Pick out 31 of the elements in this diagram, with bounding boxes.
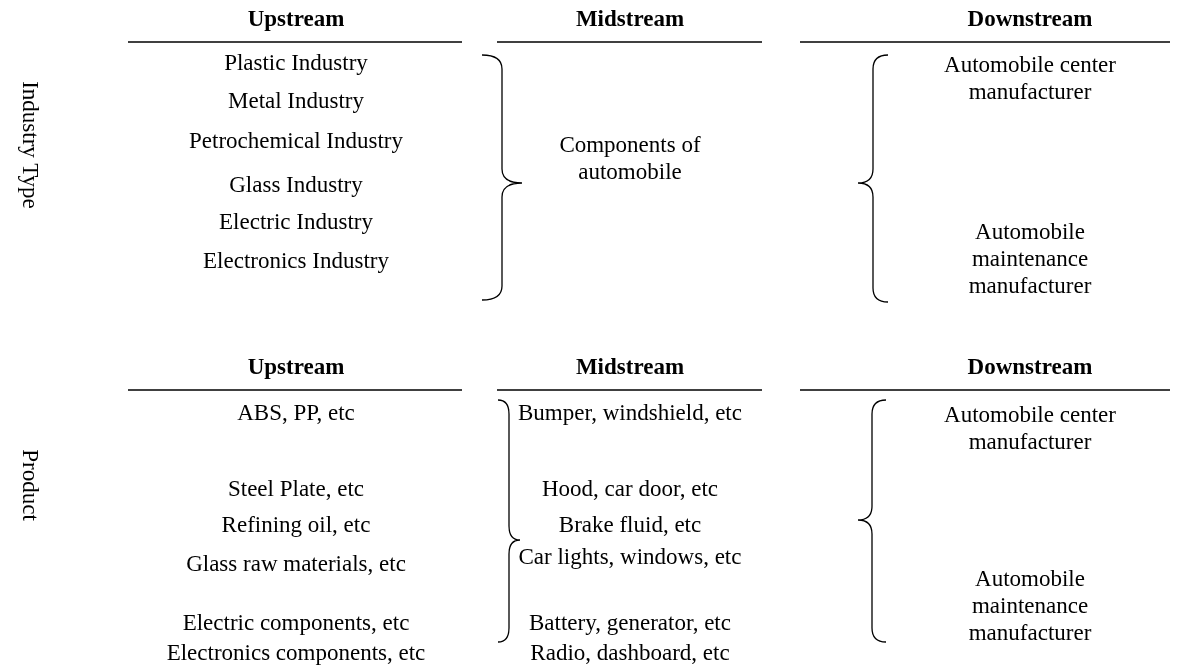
item-text: Automobile maintenance manufacturer: [967, 564, 1093, 646]
column-heading: Midstream: [575, 352, 685, 380]
item-text: Electric Industry: [219, 207, 373, 235]
item-text: Hood, car door, etc: [542, 474, 718, 502]
item-text: Steel Plate, etc: [228, 474, 364, 502]
column-heading: Downstream: [967, 4, 1093, 32]
column-heading: Upstream: [247, 352, 345, 380]
item-text: Electronics components, etc: [166, 638, 426, 666]
item-text: Electronics Industry: [203, 246, 389, 274]
item-text: ABS, PP, etc: [237, 398, 355, 426]
item-text: Radio, dashboard, etc: [530, 638, 730, 666]
item-text: Automobile maintenance manufacturer: [967, 217, 1093, 299]
item-text: Electric components, etc: [182, 608, 410, 636]
item-text: Refining oil, etc: [221, 510, 371, 538]
item-text: Plastic Industry: [224, 48, 368, 76]
item-text: Automobile center manufacturer: [943, 51, 1117, 105]
item-text: Car lights, windows, etc: [518, 542, 742, 570]
item-text: Brake fluid, etc: [558, 510, 702, 538]
item-text: Glass Industry: [229, 170, 363, 198]
item-text: Petrochemical Industry: [189, 126, 403, 154]
row-heading: Industry Type: [16, 81, 44, 209]
column-heading: Upstream: [247, 4, 345, 32]
column-heading: Midstream: [575, 4, 685, 32]
item-text: Battery, generator, etc: [529, 608, 731, 636]
item-text: Automobile center manufacturer: [943, 401, 1117, 455]
item-text: Components of automobile: [558, 131, 702, 185]
item-text: Glass raw materials, etc: [186, 549, 406, 577]
column-heading: Downstream: [967, 352, 1093, 380]
item-text: Metal Industry: [227, 86, 365, 114]
item-text: Bumper, windshield, etc: [518, 398, 742, 426]
row-heading: Product: [16, 449, 44, 521]
